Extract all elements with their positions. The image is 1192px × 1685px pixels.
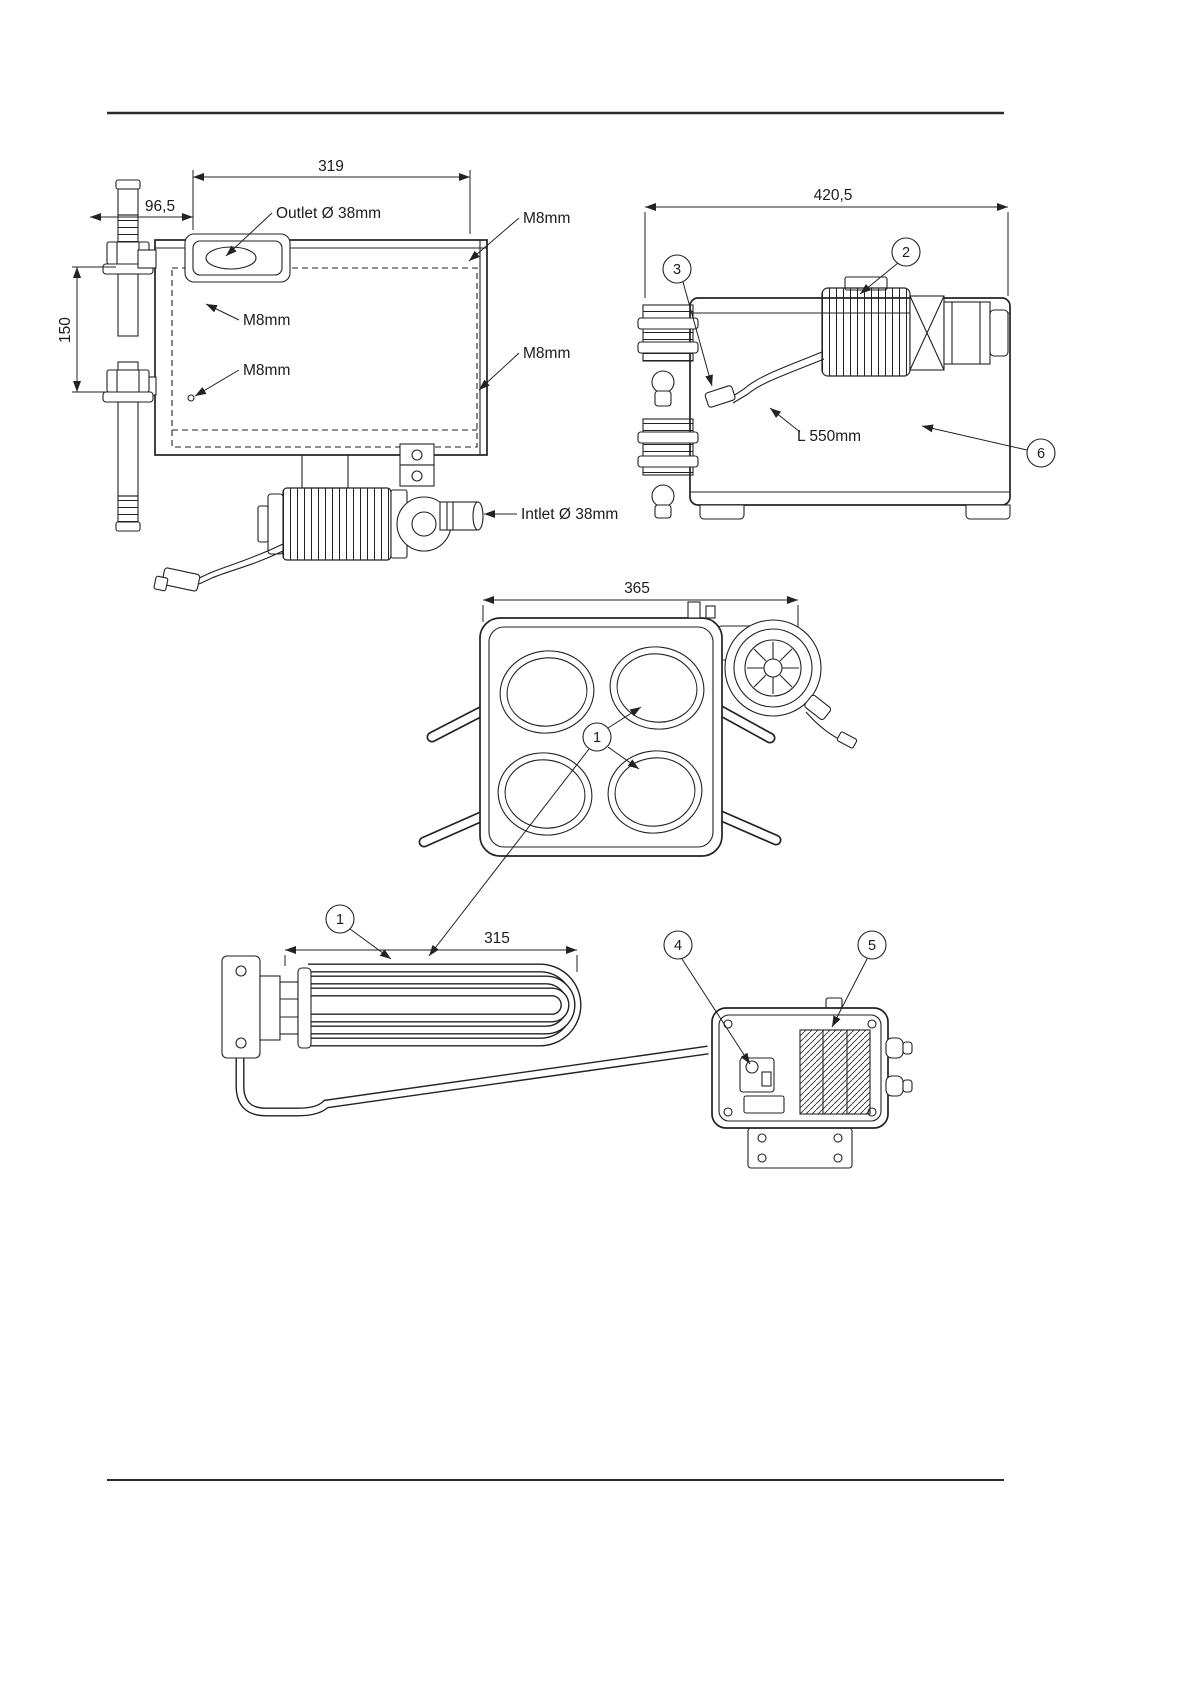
- element-flange: [221, 955, 312, 1059]
- dim-150: 150: [57, 266, 116, 393]
- label-cable-length: L 550mm: [769, 407, 861, 445]
- balloon-1-top: 1: [428, 706, 642, 957]
- side-view: 319 96,5 150 Outlet Ø 38mm M8mm M8mm M8m: [57, 158, 618, 592]
- balloon-1-element: 1: [325, 904, 392, 960]
- m8-right-lower-label: M8mm: [523, 345, 570, 362]
- balloon-1-element-number: 1: [336, 912, 344, 928]
- element-openings: [497, 646, 705, 836]
- m8-left-lower-label: M8mm: [243, 362, 290, 379]
- balloon-6: 6: [921, 424, 1056, 468]
- balloon-1-top-number: 1: [593, 730, 601, 746]
- heating-tubes: [308, 963, 582, 1047]
- cable-connector: [161, 567, 201, 592]
- label-inlet: Intlet Ø 38mm: [484, 506, 618, 523]
- dim-315: 315: [284, 930, 578, 972]
- foot-left: [699, 504, 745, 520]
- motor-cable-end: [729, 351, 823, 399]
- balloon-4: 4: [663, 930, 751, 1065]
- label-m8-left-lower: M8mm: [187, 362, 290, 402]
- balloon-3: 3: [662, 254, 713, 387]
- label-m8-top-right: M8mm: [468, 210, 570, 262]
- junction-box: [711, 997, 913, 1169]
- label-m8-right-lower: M8mm: [478, 345, 570, 391]
- inlet-label: Intlet Ø 38mm: [521, 506, 618, 523]
- dim-96-5-value: 96,5: [145, 198, 175, 215]
- pump-motor-side: [153, 443, 484, 592]
- foot-right: [965, 504, 1011, 520]
- thermostat: [739, 1057, 775, 1093]
- dim-96-5: 96,5: [90, 198, 193, 221]
- dim-315-value: 315: [484, 930, 510, 947]
- tank-body: [154, 233, 488, 456]
- balloon-5-number: 5: [868, 938, 876, 954]
- balloon-2: 2: [859, 237, 921, 295]
- dim-420-5-value: 420,5: [814, 187, 853, 204]
- cable-gland-upper: [885, 1037, 904, 1059]
- dim-420-5: 420,5: [644, 187, 1009, 298]
- motor-body-end: [821, 287, 911, 377]
- inlet-stub: [439, 501, 479, 531]
- balloon-2-number: 2: [902, 245, 910, 261]
- top-view: 365: [418, 580, 858, 957]
- supply-pipe: [235, 1045, 709, 1117]
- pump-motor-end: [704, 276, 1009, 408]
- m8-top-right-label: M8mm: [523, 210, 570, 227]
- balloon-4-number: 4: [674, 938, 682, 954]
- hose-port-upper: [637, 304, 699, 407]
- blower: [715, 619, 858, 749]
- dim-365-value: 365: [624, 580, 650, 597]
- pipe-nut-lower: [106, 369, 150, 393]
- dim-150-value: 150: [57, 317, 74, 343]
- hose-port-lower: [637, 418, 699, 519]
- cable-gland-lower: [885, 1075, 904, 1097]
- terminal-block: [799, 1029, 871, 1115]
- motor-cable: [196, 543, 284, 580]
- outlet-port: [184, 233, 291, 283]
- balloon-3-number: 3: [673, 262, 681, 278]
- m8-left-upper-label: M8mm: [243, 312, 290, 329]
- dim-319: 319: [192, 158, 471, 234]
- cable-connector-end: [704, 385, 736, 408]
- dim-319-value: 319: [318, 158, 344, 175]
- dim-365: 365: [482, 580, 799, 628]
- cable-length-label: L 550mm: [797, 428, 861, 445]
- element-view: 315: [221, 904, 913, 1169]
- balloon-5: 5: [831, 930, 887, 1028]
- end-view: 420,5: [637, 187, 1056, 520]
- label-outlet: Outlet Ø 38mm: [225, 205, 381, 257]
- water-connections: [102, 179, 157, 532]
- outlet-label: Outlet Ø 38mm: [276, 205, 381, 222]
- motor-body-side: [282, 487, 392, 561]
- label-m8-left-upper: M8mm: [205, 303, 290, 329]
- balloon-6-number: 6: [1037, 446, 1045, 462]
